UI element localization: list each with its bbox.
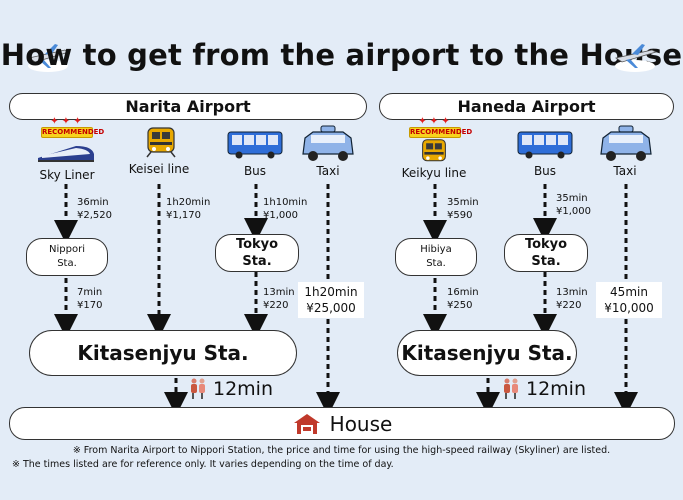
narita-airport-header: Narita Airport (9, 93, 367, 120)
time-keisei: 1h20min ¥1,170 (166, 197, 211, 221)
keisei-train-icon (146, 127, 176, 158)
hub-kitasenjyu-narita: Kitasenjyu Sta. (29, 330, 297, 376)
time-tokyo-kitasenjyu-haneda: 13min ¥220 (556, 287, 588, 311)
haneda-airport-header: Haneda Airport (379, 93, 674, 120)
mode-label-skyliner: Sky Liner (39, 168, 95, 182)
time-taxi-narita: 1h20min ¥25,000 (298, 282, 364, 318)
footnote-skyliner: ※ From Narita Airport to Nippori Station… (72, 445, 611, 456)
time-hibiya-kitasenjyu: 16min ¥250 (447, 287, 479, 311)
people-icon (191, 378, 205, 399)
bus-icon-haneda (517, 131, 573, 159)
walk-narita: 12min (189, 378, 273, 400)
crown-icon: ✦ ✦ ✦ (418, 116, 450, 127)
station-tokyo-narita: Tokyo Sta. (215, 234, 299, 272)
hub-kitasenjyu-haneda: Kitasenjyu Sta. (397, 330, 577, 376)
recommended-badge-narita: ✦ ✦ ✦ RECOMMENDED (41, 116, 105, 138)
page-title: How to get from the airport to the House (0, 38, 683, 72)
mode-label-keisei: Keisei line (128, 162, 190, 176)
skyliner-train-icon (38, 146, 94, 162)
taxi-icon-haneda (600, 125, 652, 161)
bus-icon-narita (227, 131, 283, 159)
mode-label-bus-narita: Bus (243, 164, 267, 178)
airplane-icon-left (27, 44, 71, 72)
house-icon (293, 413, 320, 434)
time-nippori-kitasenjyu: 7min ¥170 (77, 287, 103, 311)
station-nippori: Nippori Sta. (26, 238, 108, 276)
house-destination: House (9, 407, 675, 440)
time-bus-narita: 1h10min ¥1,000 (263, 197, 308, 221)
mode-label-taxi-narita: Taxi (316, 164, 340, 178)
station-tokyo-haneda: Tokyo Sta. (504, 234, 588, 272)
station-hibiya: Hibiya Sta. (395, 238, 477, 276)
mode-label-keikyu: Keikyu line (401, 166, 467, 180)
recommended-badge-haneda: ✦ ✦ ✦ RECOMMENDED (409, 116, 473, 138)
keikyu-train-icon (422, 139, 446, 162)
time-tokyo-kitasenjyu-narita: 13min ¥220 (263, 287, 295, 311)
time-taxi-haneda: 45min ¥10,000 (596, 282, 662, 318)
walk-haneda: 12min (502, 378, 586, 400)
airplane-icon-right (614, 44, 658, 72)
taxi-icon-narita (302, 125, 354, 161)
time-keikyu: 35min ¥590 (447, 197, 479, 221)
time-skyliner: 36min ¥2,520 (77, 197, 112, 221)
mode-label-taxi-haneda: Taxi (613, 164, 637, 178)
crown-icon: ✦ ✦ ✦ (50, 116, 82, 127)
time-bus-haneda: 35min ¥1,000 (556, 193, 591, 217)
people-icon (504, 378, 518, 399)
mode-label-bus-haneda: Bus (533, 164, 557, 178)
footnote-times: ※ The times listed are for reference onl… (12, 459, 394, 470)
